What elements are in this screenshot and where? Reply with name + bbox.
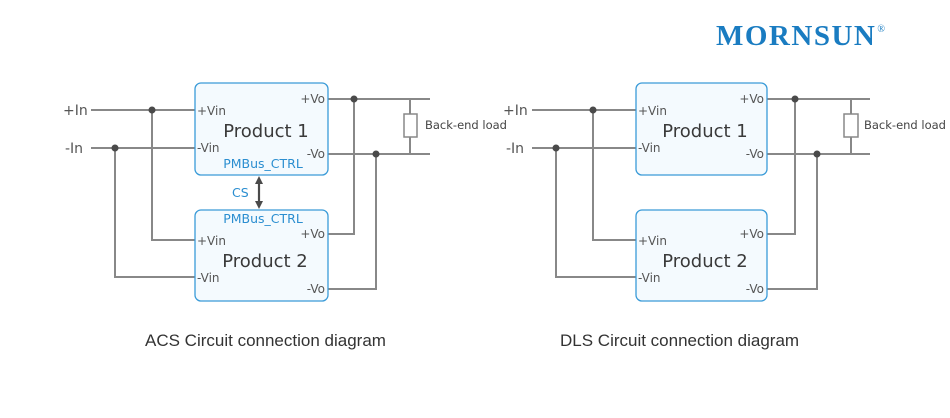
product-box bbox=[194, 82, 329, 176]
product-name: Product 2 bbox=[222, 251, 308, 272]
product-name: Product 2 bbox=[662, 251, 748, 272]
junction-dot bbox=[552, 144, 560, 152]
pin-vo-pos: +Vo bbox=[739, 227, 764, 241]
pin-vo-neg: -Vo bbox=[746, 282, 764, 296]
junction-dot bbox=[372, 150, 380, 158]
pin-vo-pos: +Vo bbox=[739, 92, 764, 106]
pin-vin-pos: +Vin bbox=[197, 234, 226, 248]
pin-vin-neg: -Vin bbox=[197, 271, 220, 285]
acs-pos-input-label: +In bbox=[63, 103, 88, 119]
dls-load-label: Back-end load bbox=[864, 118, 946, 132]
acs-load-label: Back-end load bbox=[425, 118, 507, 132]
junction-dot bbox=[148, 106, 156, 114]
product-name: Product 1 bbox=[662, 121, 748, 142]
junction-dot bbox=[589, 106, 597, 114]
acs-pos-input-branch bbox=[151, 110, 195, 241]
acs-neg-output-branch bbox=[328, 154, 377, 290]
pin-vin-pos: +Vin bbox=[197, 104, 226, 118]
dls-diagram: +In -In Back-end load +Vin -Vin +Vo -Vo … bbox=[503, 82, 946, 302]
pin-vo-pos: +Vo bbox=[300, 227, 325, 241]
junction-dot bbox=[111, 144, 119, 152]
cs-label: CS bbox=[232, 185, 249, 200]
pin-vin-neg: -Vin bbox=[638, 141, 661, 155]
pin-vo-pos: +Vo bbox=[300, 92, 325, 106]
product-name: Product 1 bbox=[223, 121, 309, 142]
pin-vin-pos: +Vin bbox=[638, 104, 667, 118]
acs-neg-input-label: -In bbox=[65, 141, 83, 157]
pin-vin-neg: -Vin bbox=[197, 141, 220, 155]
pin-vin-neg: -Vin bbox=[638, 271, 661, 285]
acs-product-2: PMBus_CTRL +Vin -Vin +Vo -Vo Product 2 bbox=[194, 209, 329, 302]
load-resistor-icon bbox=[843, 113, 859, 138]
load-resistor-icon bbox=[403, 113, 418, 138]
pin-vo-neg: -Vo bbox=[746, 147, 764, 161]
pmbus-ctrl-label: PMBus_CTRL bbox=[223, 211, 303, 226]
pin-vo-neg: -Vo bbox=[307, 282, 325, 296]
acs-caption: ACS Circuit connection diagram bbox=[145, 331, 386, 350]
dls-pos-input-branch bbox=[592, 110, 636, 241]
acs-neg-input-branch bbox=[114, 148, 195, 278]
acs-product-1: +Vin -Vin +Vo -Vo Product 1 PMBus_CTRL bbox=[194, 82, 329, 176]
acs-diagram: +In -In Back-end load +Vin -Vin +Vo -Vo … bbox=[63, 82, 507, 302]
dls-pos-output-branch bbox=[767, 99, 796, 235]
acs-pos-output-branch bbox=[328, 99, 355, 235]
junction-dot bbox=[350, 95, 358, 103]
product-box bbox=[635, 209, 768, 302]
junction-dot bbox=[813, 150, 821, 158]
dls-product-1: +Vin -Vin +Vo -Vo Product 1 bbox=[635, 82, 768, 176]
mornsun-logo: MORNSUN® bbox=[716, 20, 886, 53]
pmbus-ctrl-label: PMBus_CTRL bbox=[223, 156, 303, 171]
logo-text: MORNSUN bbox=[716, 20, 877, 52]
junction-dot bbox=[791, 95, 799, 103]
pin-vin-pos: +Vin bbox=[638, 234, 667, 248]
pin-vo-neg: -Vo bbox=[307, 147, 325, 161]
product-box bbox=[635, 82, 768, 176]
product-box bbox=[194, 209, 329, 302]
dls-caption: DLS Circuit connection diagram bbox=[560, 331, 800, 350]
dls-product-2: +Vin -Vin +Vo -Vo Product 2 bbox=[635, 209, 768, 302]
dls-neg-input-branch bbox=[555, 148, 636, 278]
registered-mark: ® bbox=[877, 24, 887, 35]
dls-neg-input-label: -In bbox=[506, 141, 524, 157]
dls-neg-output-branch bbox=[767, 154, 818, 290]
dls-pos-input-label: +In bbox=[503, 103, 528, 119]
